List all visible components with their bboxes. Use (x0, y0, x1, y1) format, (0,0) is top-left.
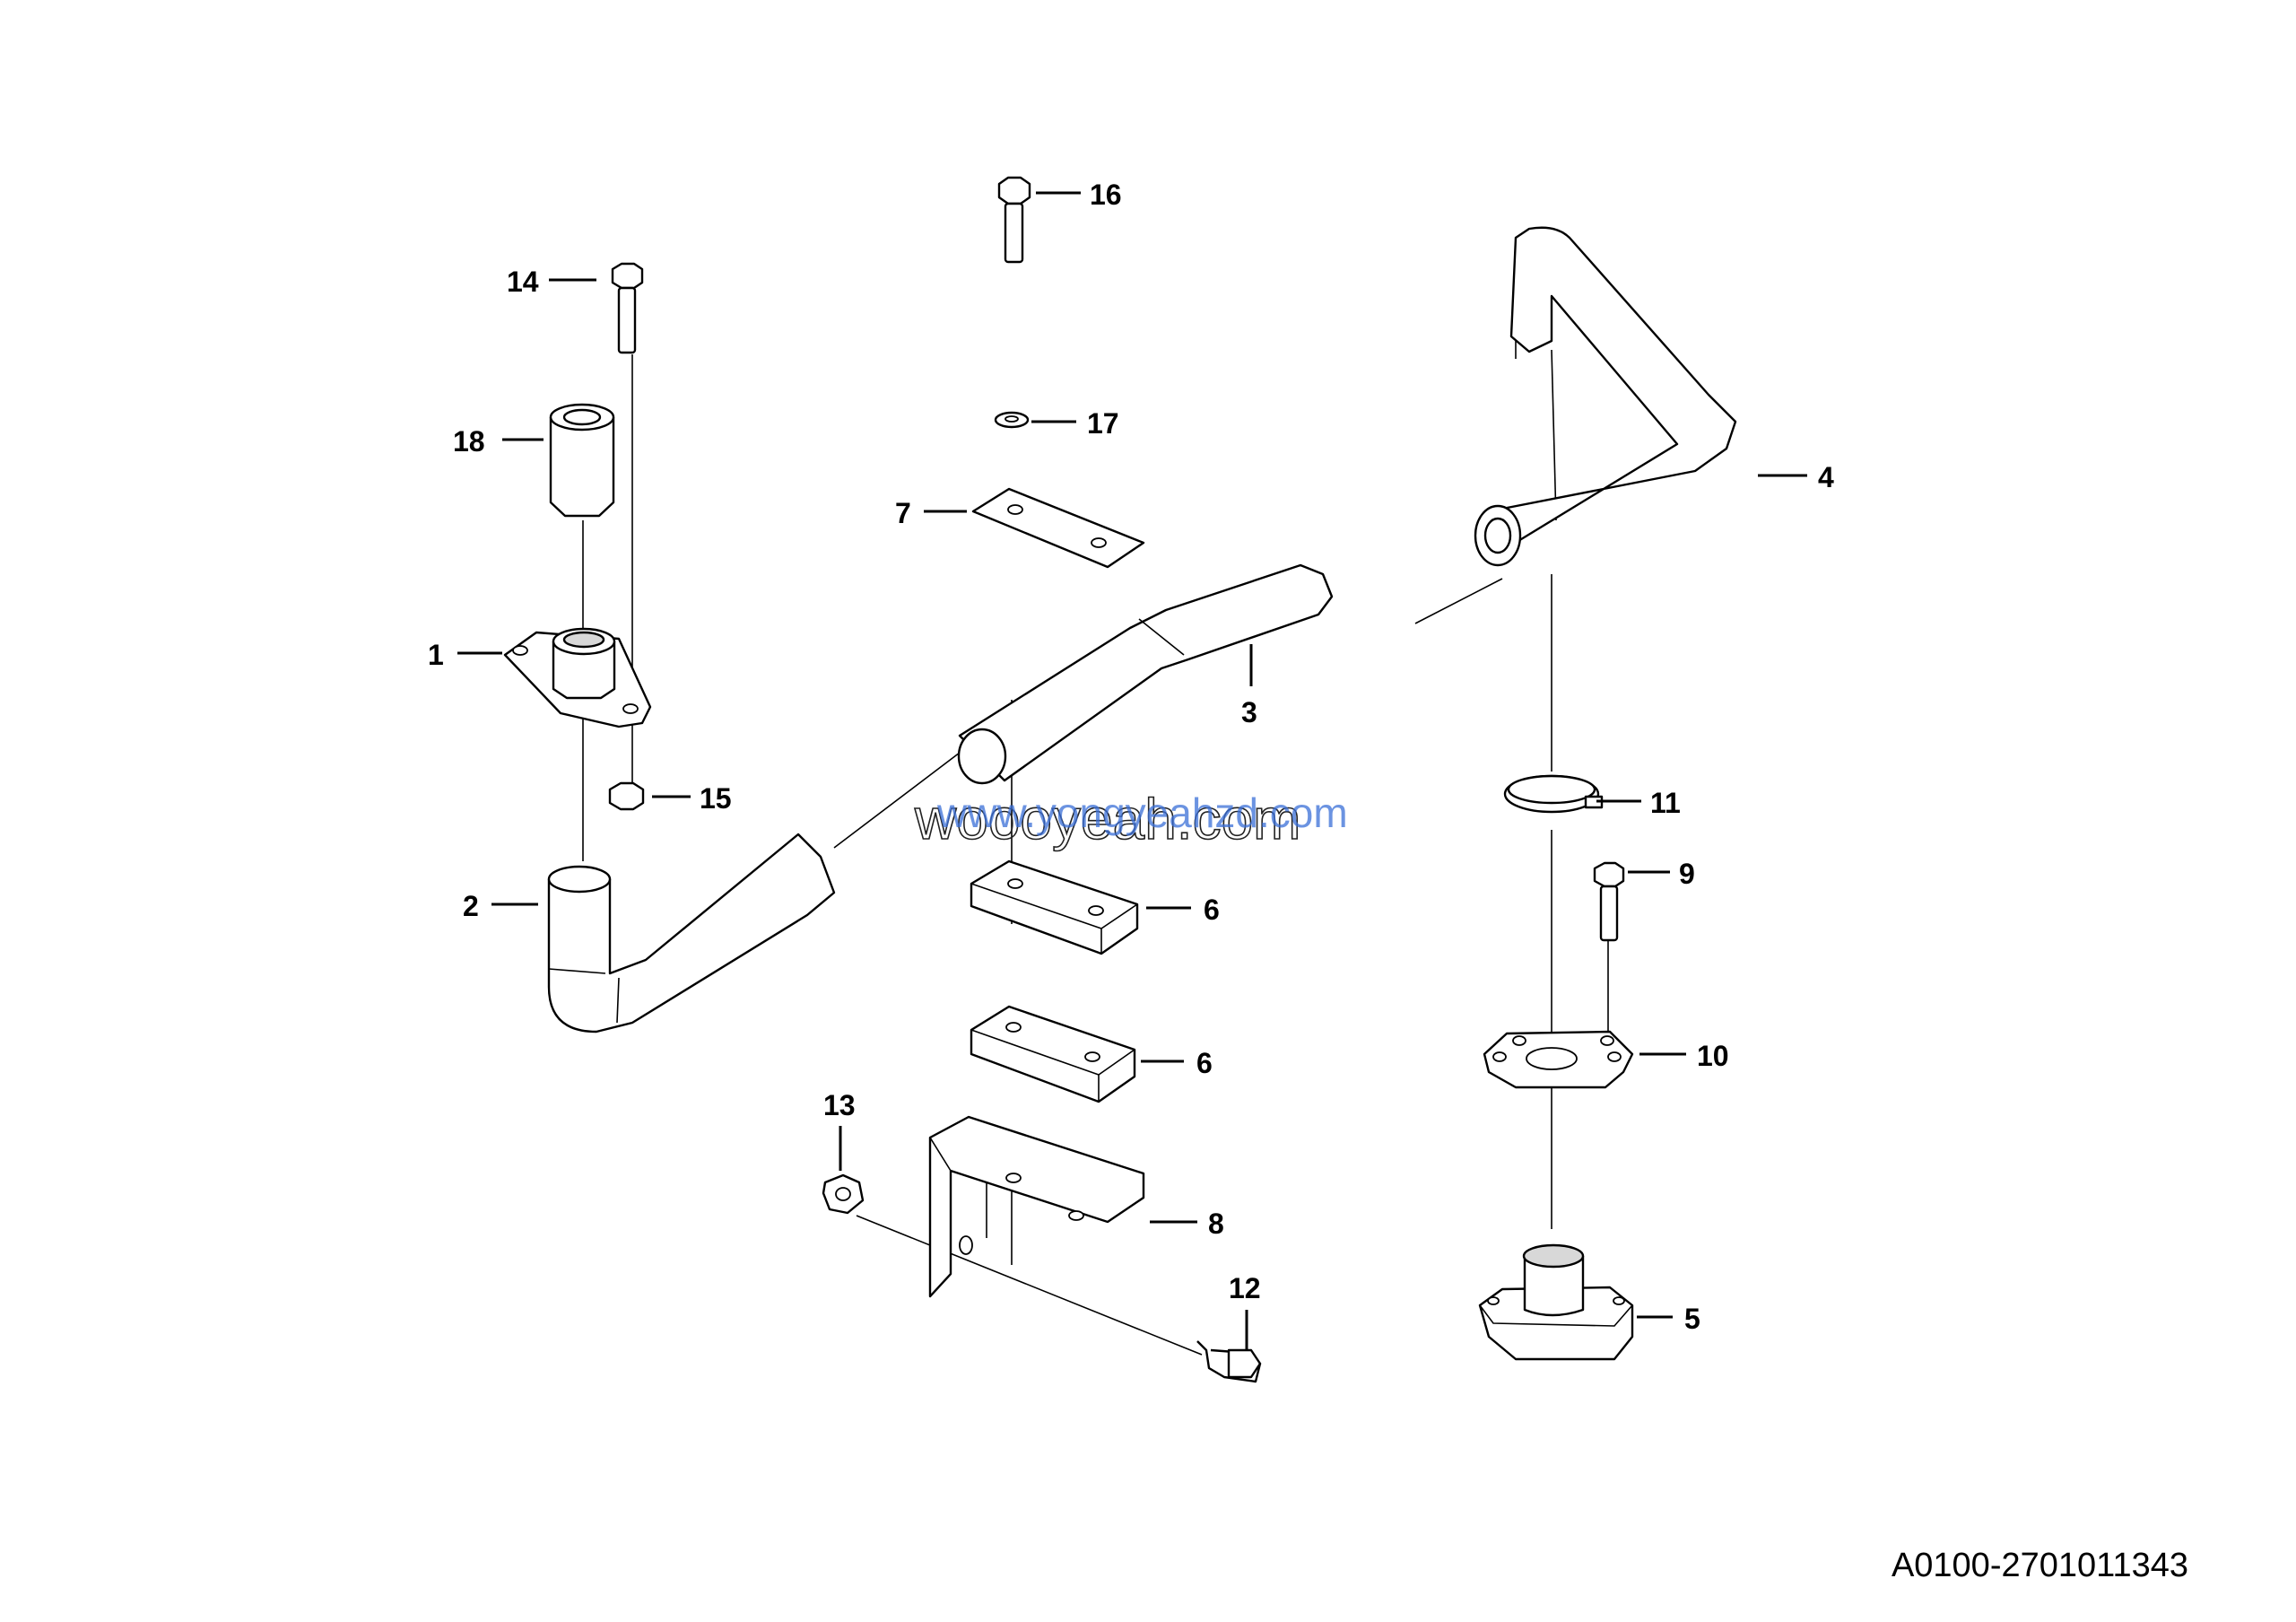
watermark-overlay: www.yongyeahzd.com (936, 789, 1348, 836)
watermark: woooyeah.com www.yongyeahzd.com (913, 786, 1348, 852)
part-11-hose-clamp (1503, 774, 1604, 814)
callout-6-lower: 6 (1196, 1047, 1213, 1079)
callout-15: 15 (700, 782, 732, 815)
part-9-bolt (1593, 861, 1625, 942)
callout-14: 14 (507, 266, 539, 298)
callout-16: 16 (1090, 179, 1122, 211)
part-13-lock-nut (822, 1173, 865, 1215)
part-5-flange-fitting (1478, 1243, 1634, 1361)
callout-18: 18 (453, 425, 485, 458)
part-1-flange-fitting (503, 627, 652, 728)
part-8-angle-bracket (928, 1115, 1145, 1298)
part-6-block-lower (970, 1005, 1136, 1103)
drawing-number: A0100-2701011343 (1892, 1547, 2188, 1584)
callout-leaders (457, 191, 1807, 1350)
part-14-bolt (611, 262, 644, 354)
callout-labels: 14 18 1 15 2 3 4 16 17 7 6 6 13 8 12 11 … (428, 179, 1834, 1335)
part-6-block-upper (970, 859, 1139, 955)
callout-13: 13 (823, 1089, 856, 1121)
part-18-spacer-tube (549, 403, 615, 518)
part-12-bolt (1196, 1340, 1262, 1383)
callout-5: 5 (1684, 1303, 1700, 1335)
part-7-plate (971, 487, 1145, 569)
part-17-washer (994, 411, 1030, 429)
part-15-nut (608, 781, 645, 811)
callout-7: 7 (895, 497, 911, 529)
part-3-long-pipe (957, 563, 1334, 785)
callout-8: 8 (1208, 1208, 1224, 1240)
callout-2: 2 (463, 890, 479, 922)
callout-10: 10 (1697, 1040, 1729, 1072)
part-16-bolt (997, 176, 1031, 264)
callout-6-upper: 6 (1204, 894, 1220, 926)
part-2-elbow-pipe (547, 833, 836, 1033)
callout-1: 1 (428, 639, 444, 671)
callout-11: 11 (1650, 787, 1681, 819)
callout-4: 4 (1818, 461, 1834, 493)
callout-3: 3 (1241, 696, 1257, 728)
callout-12: 12 (1229, 1272, 1261, 1304)
assembly-guide-lines (582, 305, 1609, 1356)
callout-17: 17 (1087, 407, 1119, 440)
part-4-bent-pipe (1474, 226, 1737, 567)
part-10-gasket (1483, 1030, 1634, 1089)
callout-9: 9 (1679, 858, 1695, 890)
watermark-main: woooyeah.com (914, 787, 1300, 851)
